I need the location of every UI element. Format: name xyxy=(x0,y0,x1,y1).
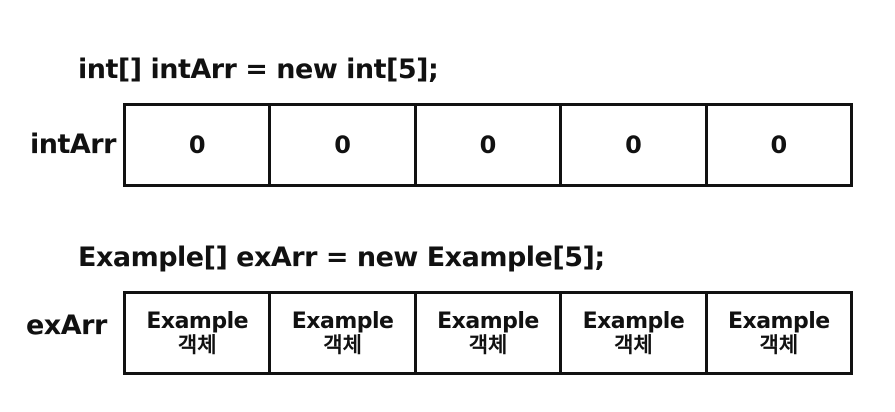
object-array-box: Example 객체 Example 객체 Example 객체 Example… xyxy=(123,291,853,375)
object-array-cell: Example 객체 xyxy=(126,294,268,372)
object-cell-object-label: 객체 xyxy=(468,332,508,357)
object-array-cell: Example 객체 xyxy=(704,294,850,372)
object-array-cell: Example 객체 xyxy=(559,294,704,372)
int-array-declaration: int[] intArr = new int[5]; xyxy=(78,54,439,85)
object-cell-object-label: 객체 xyxy=(177,332,217,357)
object-cell-class-name: Example xyxy=(291,309,394,335)
object-cell-object-label: 객체 xyxy=(614,332,653,357)
object-array-declaration: Example[] exArr = new Example[5]; xyxy=(78,242,605,273)
int-array-variable-label: intArr xyxy=(30,129,116,160)
int-array-cell: 0 xyxy=(559,106,704,184)
object-array-cell: Example 객체 xyxy=(268,294,413,372)
object-cell-object-label: 객체 xyxy=(759,332,799,357)
int-array-box: 0 0 0 0 0 xyxy=(123,103,853,187)
object-cell-class-name: Example xyxy=(146,309,249,335)
object-cell-class-name: Example xyxy=(437,309,539,335)
object-cell-class-name: Example xyxy=(727,309,830,335)
object-cell-object-label: 객체 xyxy=(323,332,362,357)
int-array-cell: 0 xyxy=(188,131,206,159)
object-array-cell: Example 객체 xyxy=(413,294,559,372)
object-cell-class-name: Example xyxy=(582,309,685,335)
int-array-cell: 0 xyxy=(268,106,413,184)
int-array-cell: 0 xyxy=(413,106,559,184)
int-array-cell: 0 xyxy=(704,106,850,184)
object-array-variable-label: exArr xyxy=(26,310,107,341)
